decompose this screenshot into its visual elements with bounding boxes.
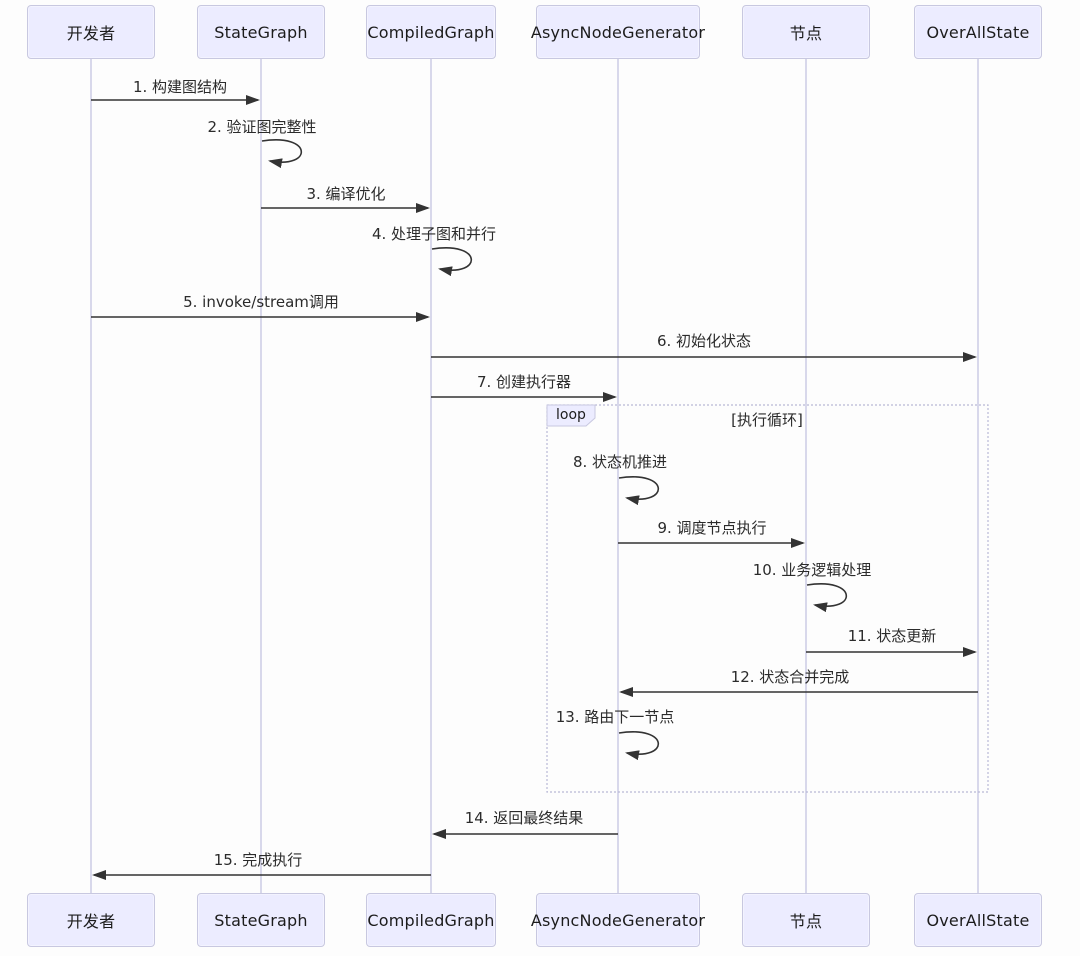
actor-bottom-developer: 开发者 [27,893,155,947]
actor-label: 节点 [789,24,823,43]
message-8-self-arrow [618,476,660,506]
actor-bottom-overallstate: OverAllState [914,893,1042,947]
actor-top-compiledgraph: CompiledGraph [366,5,496,59]
actor-top-asyncnodegenerator: AsyncNodeGenerator [531,5,705,59]
message-14-label: 14. 返回最终结果 [464,809,584,827]
actor-label: 开发者 [66,912,116,931]
message-3-label: 3. 编译优化 [306,185,386,203]
loop-keyword-badge [546,404,596,427]
actor-top-overallstate: OverAllState [914,5,1042,59]
actor-label: 节点 [789,912,823,931]
message-8-label: 8. 状态机推进 [572,453,668,471]
loop-condition-label: [执行循环] [731,411,803,429]
actor-bottom-asyncnodegenerator: AsyncNodeGenerator [531,893,705,947]
message-13-self-arrow [618,731,660,761]
message-4-label: 4. 处理子图和并行 [371,225,497,243]
message-4-self-arrow [431,247,473,277]
actor-top-node: 节点 [742,5,870,59]
actor-label: StateGraph [214,22,308,42]
message-9-label: 9. 调度节点执行 [657,519,767,537]
message-2-label: 2. 验证图完整性 [207,118,317,136]
message-12-label: 12. 状态合并完成 [730,668,850,686]
message-15-label: 15. 完成执行 [213,851,303,869]
message-13-label: 13. 路由下一节点 [555,708,675,726]
message-10-label: 10. 业务逻辑处理 [752,561,872,579]
actor-label: CompiledGraph [367,910,495,930]
actor-label: StateGraph [214,910,308,930]
message-2-self-arrow [261,139,303,169]
message-5-label: 5. invoke/stream调用 [183,293,339,311]
actor-bottom-node: 节点 [742,893,870,947]
actor-label: OverAllState [926,22,1030,42]
actor-label: CompiledGraph [367,22,495,42]
actor-top-developer: 开发者 [27,5,155,59]
actor-label: AsyncNodeGenerator [530,910,706,930]
message-6-label: 6. 初始化状态 [656,332,752,350]
loop-frame [546,404,989,793]
actor-label: AsyncNodeGenerator [530,22,706,42]
message-11-label: 11. 状态更新 [847,627,937,645]
message-10-self-arrow [806,583,848,613]
actor-bottom-compiledgraph: CompiledGraph [366,893,496,947]
actor-label: OverAllState [926,910,1030,930]
actor-bottom-stategraph: StateGraph [197,893,325,947]
message-1-label: 1. 构建图结构 [132,78,228,96]
loop-keyword-label: loop [556,407,586,423]
message-7-label: 7. 创建执行器 [476,373,572,391]
actor-label: 开发者 [66,24,116,43]
actor-top-stategraph: StateGraph [197,5,325,59]
